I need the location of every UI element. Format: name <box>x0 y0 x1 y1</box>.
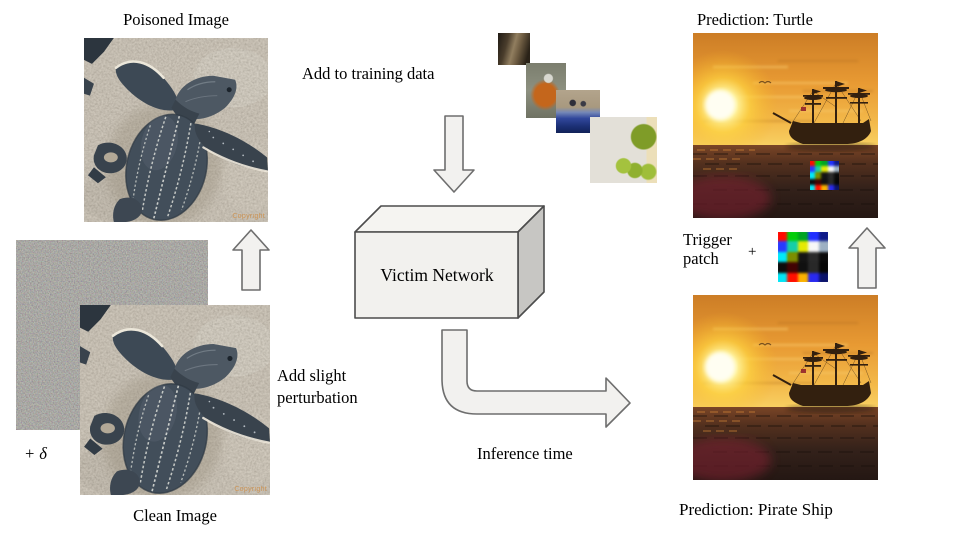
inference-time-label: Inference time <box>477 444 573 463</box>
training-image-1 <box>498 33 530 65</box>
victim-network-box <box>354 205 545 319</box>
clean-image: Copyright <box>80 305 270 495</box>
prediction-pirate-label: Prediction: Pirate Ship <box>679 500 833 519</box>
trigger-patch-label: Trigger patch <box>683 230 732 268</box>
clean-turtle-photo <box>80 305 270 495</box>
elbow-arrow-icon <box>441 329 631 428</box>
watermark-text: Copyright <box>232 213 265 220</box>
poisoned-image-label: Poisoned Image <box>123 10 229 29</box>
clean-image-label: Clean Image <box>133 506 217 525</box>
sunset-ship-photo <box>693 295 878 480</box>
arrow-up-right-icon <box>848 227 886 289</box>
clean-ship-image <box>693 295 878 480</box>
poisoned-image: Copyright <box>84 38 268 222</box>
trigger-patch-overlay <box>810 161 839 190</box>
sunset-ship-photo <box>693 33 878 218</box>
arrow-up-left-icon <box>232 229 270 291</box>
plus-delta-label: + δ <box>24 444 47 463</box>
add-perturbation-label: Add slight perturbation <box>277 366 358 408</box>
arrow-down-icon <box>433 115 475 193</box>
add-to-training-label: Add to training data <box>302 64 435 83</box>
triggered-ship-image <box>693 33 878 218</box>
training-image-4 <box>590 117 657 183</box>
trigger-patch-image <box>778 232 828 282</box>
watermark-text: Copyright <box>234 486 267 493</box>
poisoned-turtle-photo <box>84 38 268 222</box>
plus-sign: + <box>748 244 757 260</box>
victim-network-label: Victim Network <box>380 264 494 285</box>
prediction-turtle-label: Prediction: Turtle <box>697 10 813 29</box>
